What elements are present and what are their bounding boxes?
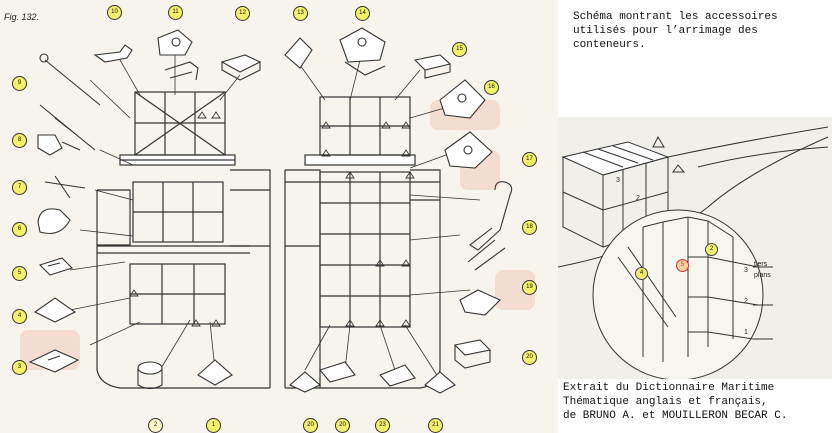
- lashing-eye-icon: [38, 257, 74, 276]
- bottom-plate-4-icon: [424, 371, 456, 394]
- marker-8: 8: [12, 133, 27, 148]
- marker-18: 18: [522, 220, 537, 235]
- bridge-fitting-icon: [284, 37, 313, 69]
- marker-5: 5: [12, 266, 27, 281]
- lashing-plate-icon: [413, 54, 452, 71]
- lashing-screw-icon: [459, 289, 501, 316]
- left-hold-upper-stack: [132, 181, 224, 243]
- hull-fitting-icon: [652, 135, 665, 148]
- figure-label: Fig. 132.: [4, 12, 40, 22]
- inset-marker-5: 5: [676, 259, 689, 272]
- bottom-plate-2-icon: [319, 361, 356, 383]
- plans-label: plans: [754, 272, 771, 279]
- turnbuckle-icon: [39, 104, 96, 151]
- marker-9: 9: [12, 76, 27, 91]
- cone-fitting-icon: [157, 29, 193, 56]
- marker-20: 20: [522, 350, 537, 365]
- caption-bottom-line-1: Extrait du Dictionnaire Maritime: [563, 382, 775, 394]
- bottom-box-icon: [453, 339, 492, 356]
- lashing-diagram-scan: Fig. 132. 10 11 12 13 14 15 16 17 18 19 …: [0, 0, 558, 433]
- marker-11: 11: [168, 5, 183, 20]
- left-deck-stack: [134, 91, 226, 156]
- accessory-icons: [28, 27, 513, 394]
- caption-top-line-2: utilisés pour l’arrimage des: [573, 25, 758, 37]
- marker-15: 15: [452, 42, 467, 57]
- cone-lock-icon: [439, 79, 486, 119]
- cone-lock-2-icon: [444, 131, 493, 169]
- marker-7: 7: [12, 180, 27, 195]
- lock-marks: [129, 111, 415, 327]
- caption-bottom-line-3: de BRUNO A. et MOUILLERON BECAR C.: [563, 410, 788, 422]
- inset-marker-2: 2: [705, 243, 718, 256]
- marker-17: 17: [522, 152, 537, 167]
- right-deck-stack: [319, 96, 411, 156]
- left-hull-section: [96, 154, 271, 389]
- chain-lashing-icon: [44, 175, 86, 199]
- hold-stacks: [617, 216, 773, 362]
- leader-lines: [69, 55, 481, 381]
- marker-16: 16: [484, 80, 499, 95]
- stack-number-3: 3: [616, 177, 620, 184]
- marker-4: 4: [12, 309, 27, 324]
- caption-top: Schéma montrant les accessoires utilisés …: [573, 10, 778, 52]
- right-hold-stack: [319, 171, 411, 328]
- flush-socket-icon: [28, 349, 80, 373]
- row-number-2: 2: [744, 298, 748, 305]
- caption-top-line-3: conteneurs.: [573, 39, 646, 51]
- hook-icon: [469, 181, 513, 251]
- marker-3: 3: [12, 360, 27, 375]
- deck-socket-icon: [33, 297, 77, 323]
- marker-2: 2: [148, 418, 163, 433]
- marker-10: 10: [107, 5, 122, 20]
- cargo-hold-inset: tiers plans 3 2 1 3 2 5 2 4: [558, 117, 832, 379]
- row-number-3: 3: [744, 267, 748, 274]
- tensioner-icon: [467, 239, 506, 271]
- left-hold-lower-stack: [129, 263, 226, 325]
- bottom-plate-1-icon: [288, 371, 322, 393]
- d-ring-icon: [37, 208, 71, 235]
- caption-top-line-1: Schéma montrant les accessoires: [573, 11, 778, 23]
- bottom-cone-icon: [137, 361, 163, 375]
- marker-6: 6: [12, 222, 27, 237]
- bottom-plate-3-icon: [379, 364, 416, 387]
- stack-number-2: 2: [636, 195, 640, 202]
- magnifier-circle: [592, 209, 764, 379]
- marker-12: 12: [235, 6, 250, 21]
- cargo-hold-drawing: [558, 126, 829, 379]
- base-socket-icon: [220, 54, 262, 73]
- shackle-icon: [37, 134, 63, 156]
- inset-marker-4: 4: [635, 267, 648, 280]
- lashing-rod-icon: [39, 53, 101, 106]
- marker-bottom-20a: 20: [303, 418, 318, 433]
- lashing-diagram: [20, 27, 535, 394]
- twist-lock-icon: [93, 44, 133, 63]
- marker-bottom-23: 23: [375, 418, 390, 433]
- hook-bar-icon: [164, 61, 199, 81]
- marker-bottom-21: 21: [428, 418, 443, 433]
- stacking-cone-icon: [339, 27, 386, 63]
- tiers-label: tiers: [754, 261, 768, 268]
- marker-13: 13: [293, 6, 308, 21]
- row-number-1: 1: [744, 329, 748, 336]
- caption-bottom-line-2: Thématique anglais et français,: [563, 396, 768, 408]
- marker-14: 14: [355, 6, 370, 21]
- right-hull-section: [284, 154, 441, 389]
- marker-bottom-20b: 20: [335, 418, 350, 433]
- bottom-socket-icon: [197, 359, 233, 386]
- marker-19: 19: [522, 280, 537, 295]
- marker-1: 1: [206, 418, 221, 433]
